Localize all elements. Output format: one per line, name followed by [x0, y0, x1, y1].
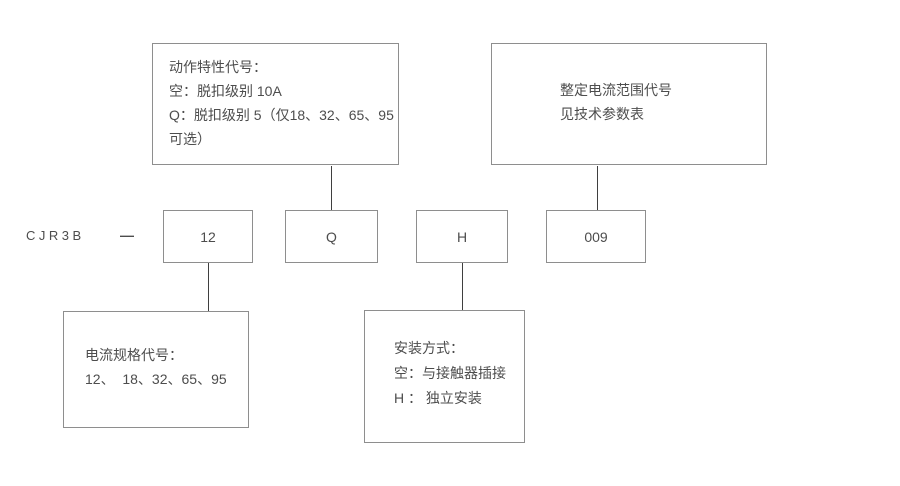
callout-text-line: 空：与接触器插接: [394, 365, 506, 381]
code-value: 12: [200, 228, 216, 245]
callout-text-line: 电流规格代号：: [85, 347, 183, 363]
code-box-current-spec: 12: [163, 210, 253, 263]
model-prefix-label: CJR3B: [26, 228, 85, 243]
connector-line-current-range: [597, 166, 598, 210]
connector-line-trip-class: [331, 166, 332, 210]
callout-trip-characteristic: 动作特性代号： 空：脱扣级别 10A Q：脱扣级别 5（仅18、32、65、95…: [152, 43, 399, 165]
code-box-current-range: 009: [546, 210, 646, 263]
callout-text-line: 见技术参数表: [560, 106, 644, 122]
callout-text-line: H ： 独立安装: [394, 390, 482, 406]
callout-text-line: 整定电流范围代号: [560, 82, 672, 98]
code-value: Q: [326, 228, 337, 245]
callout-text-line: 空：脱扣级别 10A: [169, 83, 282, 99]
code-box-trip-class: Q: [285, 210, 378, 263]
callout-text-line: Q：脱扣级别 5（仅18、32、65、95: [169, 107, 394, 123]
model-separator-dash: —: [120, 227, 134, 243]
connector-line-mounting: [462, 263, 463, 310]
code-value: H: [456, 228, 468, 245]
callout-text-line: 动作特性代号：: [169, 59, 267, 75]
callout-text-line: 安装方式：: [394, 340, 464, 356]
code-value: 009: [584, 228, 608, 245]
callout-current-range: 整定电流范围代号 见技术参数表: [491, 43, 767, 165]
callout-mounting-type: 安装方式： 空：与接触器插接 H ： 独立安装: [364, 310, 525, 443]
connector-line-current-spec: [208, 263, 209, 311]
callout-text-line: 12、 18、32、65、95: [85, 371, 227, 387]
callout-current-spec: 电流规格代号： 12、 18、32、65、95: [63, 311, 249, 428]
code-box-mounting: H: [416, 210, 508, 263]
callout-text-line: 可选）: [169, 131, 211, 147]
